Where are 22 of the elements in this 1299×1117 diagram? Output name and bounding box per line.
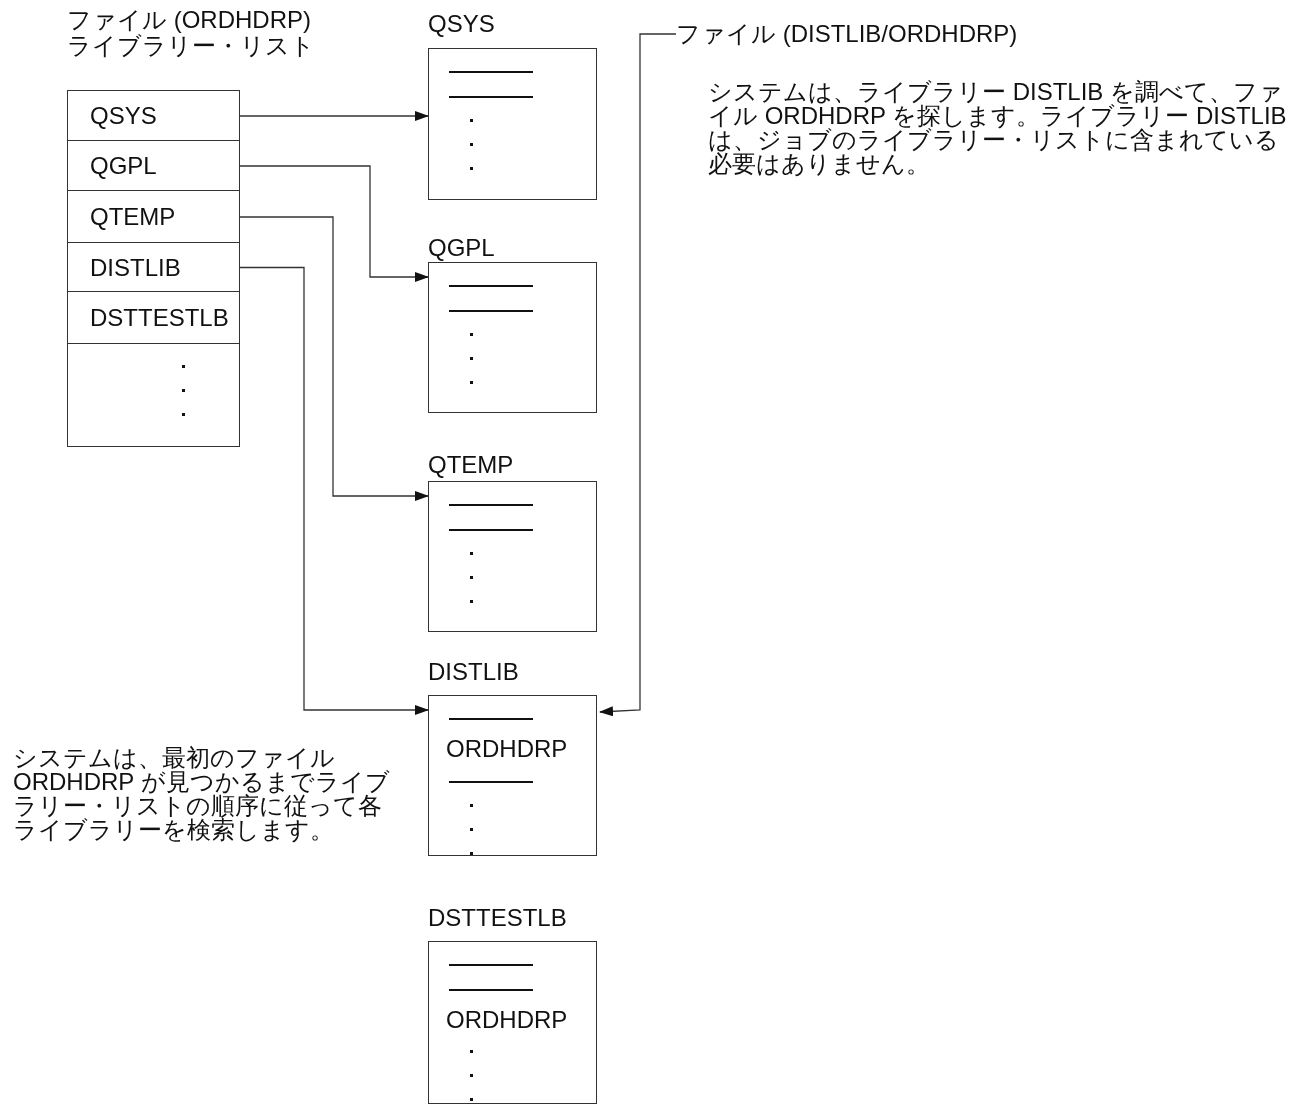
note-text: システムは、ライブラリー DISTLIB を調べて、ファイル ORDHDRP を探します。ライブラリー DISTLIB は、ジョブのライブラリー・リストに含まれている必要はありません。 [708,80,1288,176]
table-row: DISTLIB [68,243,239,292]
box-heading: QTEMP [428,453,514,477]
file-name: ORDHDRP [446,1008,568,1032]
table-row: QTEMP [68,191,239,243]
arrow [238,165,429,282]
box-heading: DSTTESTLB [428,906,567,930]
note-text: システムは、最初のファイル ORDHDRP が見つかるまでライブラリー・リストの順序に従って各ライブラリーを検索します。 [13,746,391,842]
box-heading: QGPL [428,236,495,260]
table-row: QSYS [68,91,239,141]
arrow [599,33,677,717]
box-heading: DISTLIB [428,660,519,684]
table-row: QGPL [68,141,239,191]
file-label: ファイル (DISTLIB/ORDHDRP) [676,22,1018,46]
file-name: ORDHDRP [446,737,568,761]
box-heading: QSYS [428,12,495,36]
list-heading: ライブラリー・リスト [67,34,315,58]
table-row: DSTTESTLB [68,292,239,344]
list-heading: ファイル (ORDHDRP) [67,8,311,32]
arrow [238,216,429,501]
arrow [238,111,429,121]
arrow [238,266,429,715]
